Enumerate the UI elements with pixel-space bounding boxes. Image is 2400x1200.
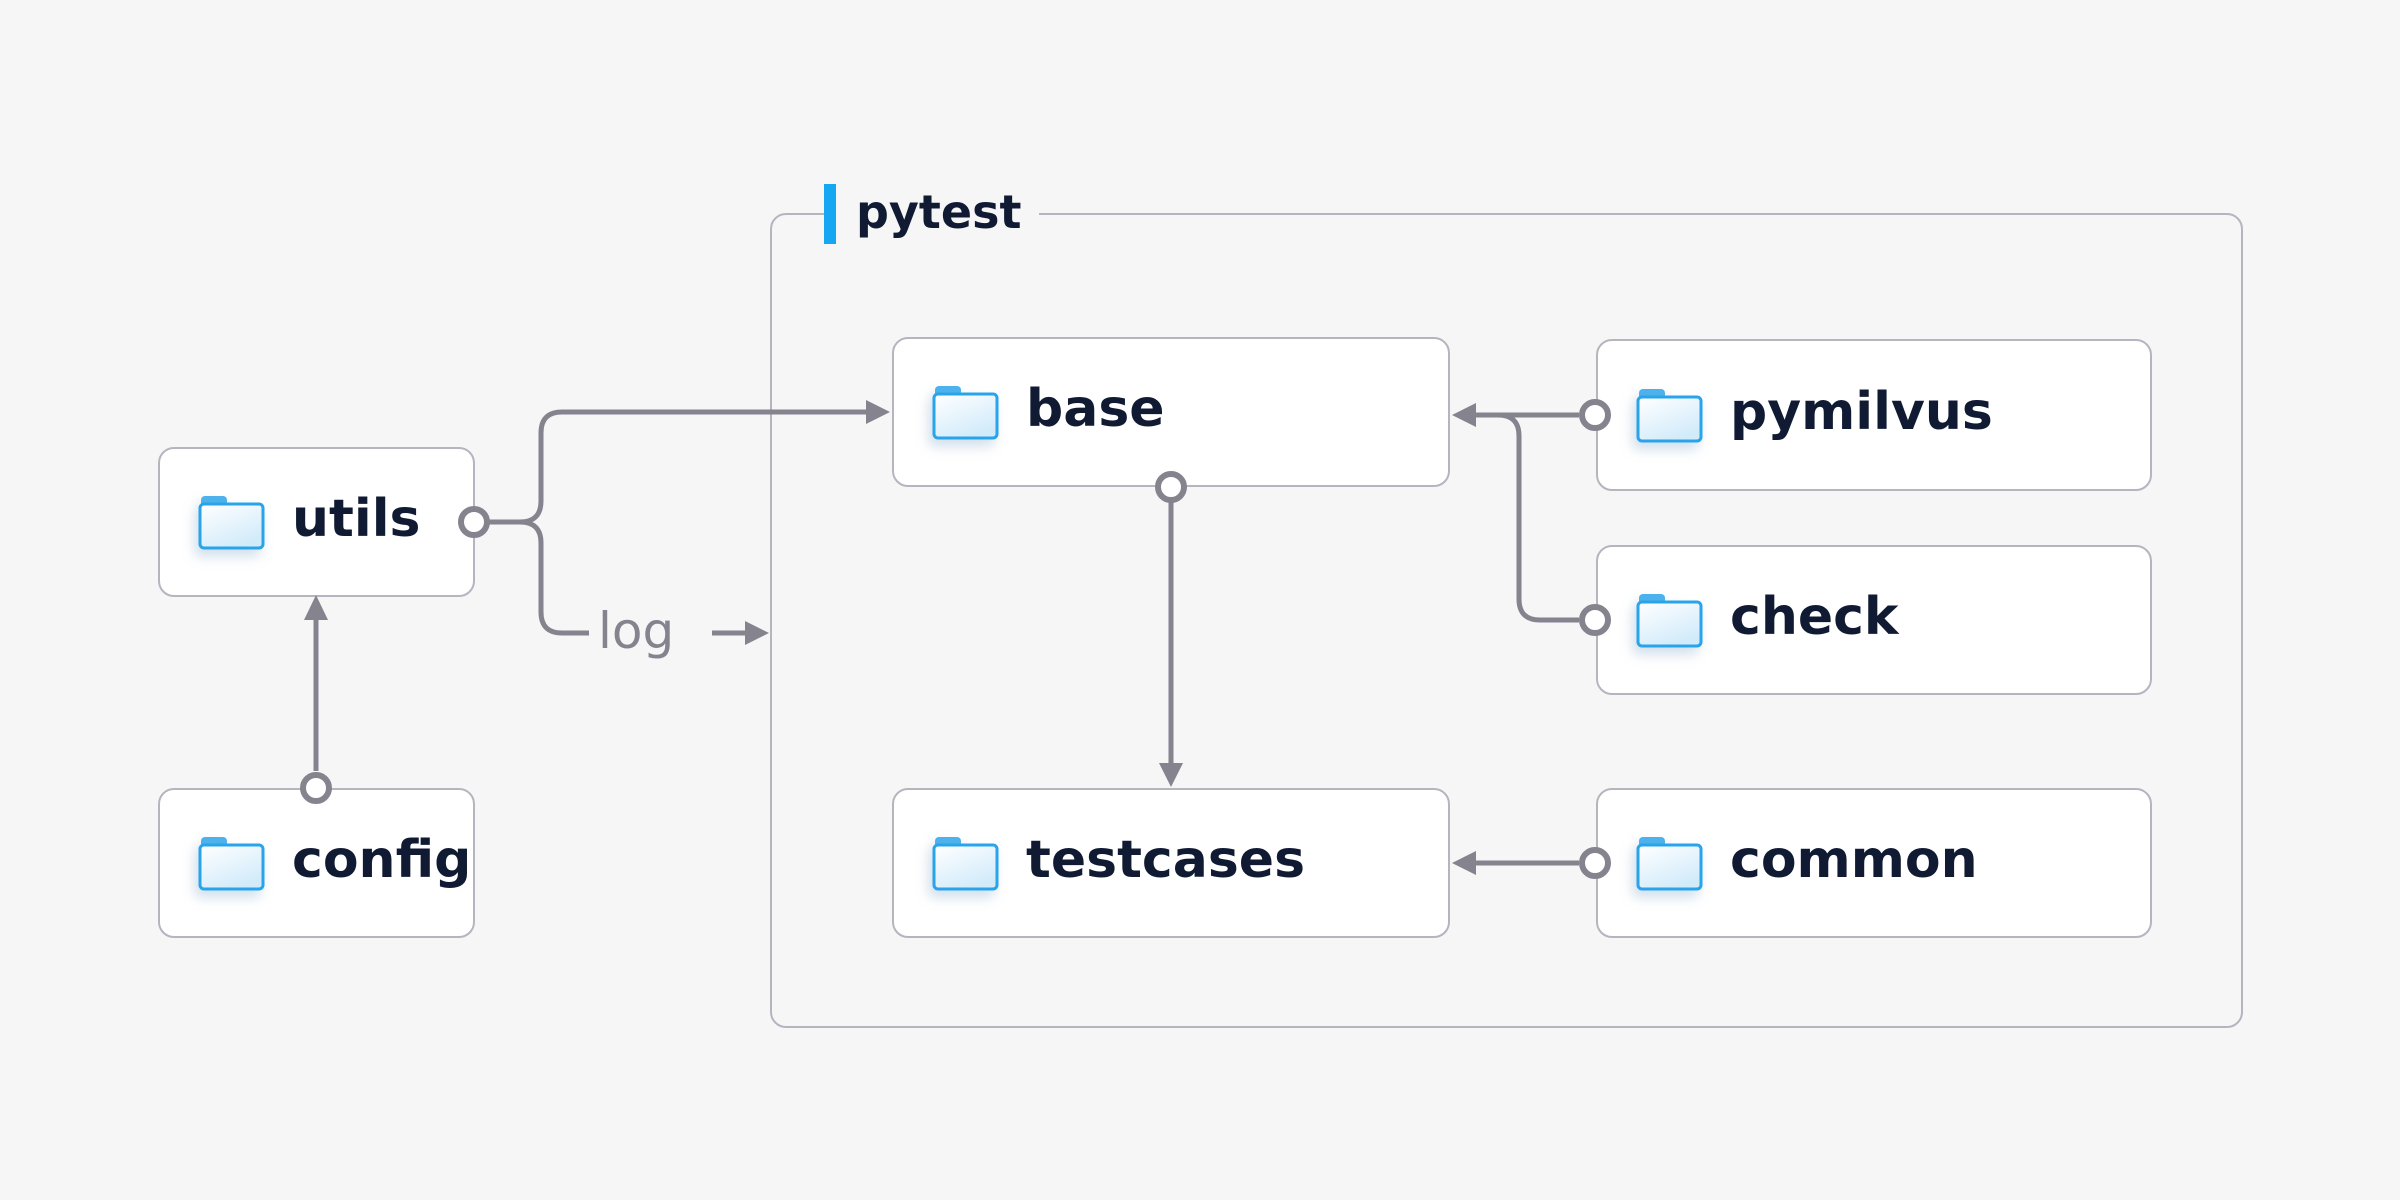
- folder-icon: [1636, 835, 1704, 891]
- node-config: config: [158, 788, 475, 938]
- pytest-label-text: pytest: [856, 185, 1022, 239]
- node-label: utils: [292, 489, 421, 549]
- folder-icon: [932, 384, 1000, 440]
- node-common: common: [1596, 788, 2152, 938]
- node-testcases: testcases: [892, 788, 1450, 938]
- pytest-container-label: pytest: [824, 183, 1040, 245]
- folder-icon: [198, 835, 266, 891]
- node-label: check: [1730, 587, 1899, 647]
- folder-icon: [198, 494, 266, 550]
- node-label: common: [1730, 830, 1978, 890]
- node-base: base: [892, 337, 1450, 487]
- folder-icon: [932, 835, 1000, 891]
- node-label: testcases: [1026, 830, 1306, 890]
- node-label: pymilvus: [1730, 382, 1993, 442]
- folder-icon: [1636, 592, 1704, 648]
- node-label: base: [1026, 379, 1165, 439]
- node-utils: utils: [158, 447, 475, 597]
- edge-config-utils: [300, 595, 332, 804]
- edge-label-log: log: [598, 602, 675, 660]
- pytest-container: [770, 213, 2243, 1028]
- node-pymilvus: pymilvus: [1596, 339, 2152, 491]
- node-check: check: [1596, 545, 2152, 695]
- node-label: config: [292, 830, 472, 890]
- accent-bar: [824, 184, 836, 244]
- folder-icon: [1636, 387, 1704, 443]
